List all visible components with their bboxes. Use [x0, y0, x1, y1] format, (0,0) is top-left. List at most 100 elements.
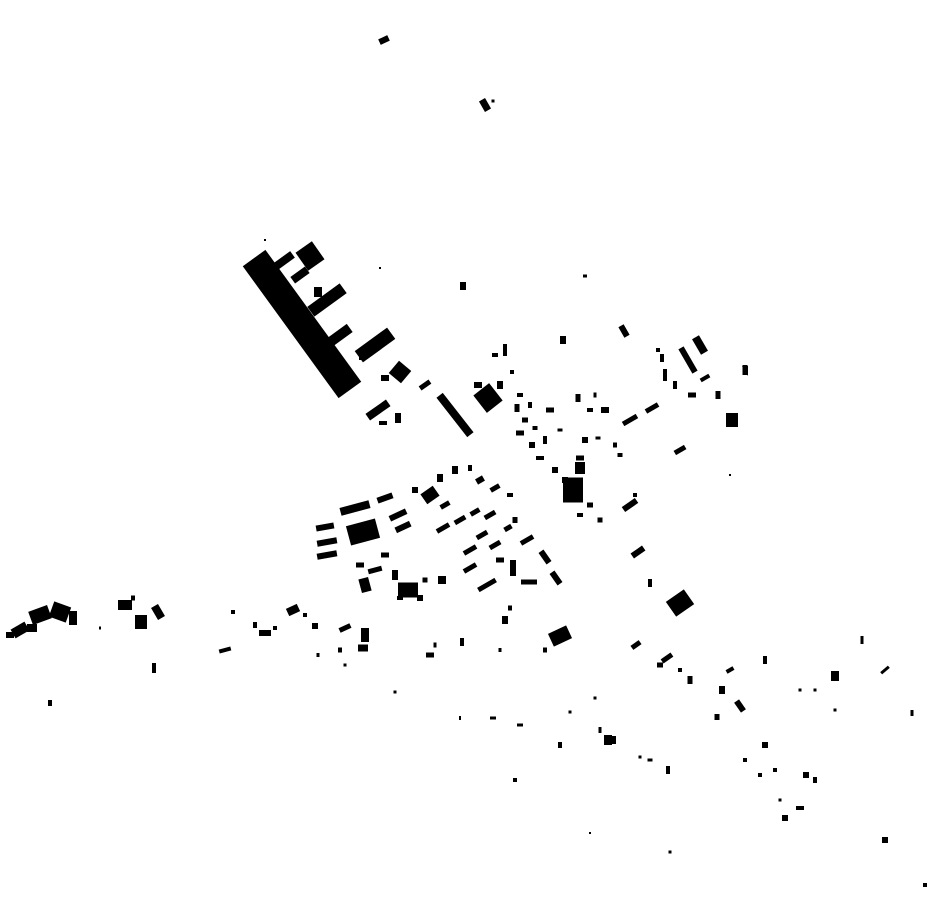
building-footprint	[354, 327, 396, 363]
building-footprint	[474, 382, 482, 388]
building-layer	[6, 35, 927, 887]
building-footprint	[593, 696, 597, 700]
building-footprint	[589, 832, 591, 834]
building-footprint	[613, 442, 617, 448]
building-footprint	[269, 251, 295, 273]
building-footprint	[630, 545, 646, 559]
building-footprint	[543, 647, 547, 653]
building-footprint	[521, 579, 537, 585]
building-footprint	[438, 576, 446, 584]
building-footprint	[813, 688, 817, 692]
building-footprint	[510, 560, 516, 576]
building-footprint	[778, 798, 782, 802]
building-footprint	[630, 640, 642, 650]
building-footprint	[803, 772, 809, 778]
building-footprint	[666, 766, 670, 774]
building-footprint	[437, 474, 443, 482]
building-footprint	[796, 806, 804, 810]
building-footprint	[510, 370, 514, 374]
building-footprint	[452, 466, 458, 474]
building-footprint	[231, 610, 235, 614]
building-footprint	[475, 529, 489, 541]
building-footprint	[418, 379, 432, 391]
building-footprint	[673, 444, 687, 456]
building-footprint	[587, 502, 593, 508]
building-footprint	[618, 324, 630, 338]
building-footprint	[218, 646, 232, 654]
building-footprint	[99, 626, 101, 630]
building-footprint	[597, 517, 603, 523]
building-footprint	[719, 686, 725, 694]
building-footprint	[621, 497, 639, 513]
building-footprint	[910, 710, 914, 716]
building-footprint	[517, 723, 523, 727]
building-footprint	[392, 570, 398, 580]
building-footprint	[529, 442, 535, 448]
building-footprint	[264, 239, 266, 241]
building-footprint	[435, 522, 451, 534]
building-footprint	[376, 492, 394, 504]
building-footprint	[285, 603, 301, 617]
building-footprint	[397, 596, 403, 600]
building-footprint	[575, 462, 585, 474]
building-footprint	[453, 514, 467, 526]
building-footprint	[503, 523, 513, 533]
building-footprint	[498, 648, 502, 652]
building-footprint	[549, 570, 563, 586]
building-footprint	[798, 688, 802, 692]
building-footprint	[459, 716, 461, 720]
building-footprint	[339, 500, 371, 516]
building-footprint	[617, 453, 623, 457]
building-footprint	[678, 668, 682, 672]
building-footprint	[295, 241, 325, 271]
building-footprint	[563, 477, 583, 503]
building-footprint	[253, 622, 257, 628]
building-footprint	[517, 393, 523, 397]
building-footprint	[496, 557, 504, 563]
building-footprint	[880, 665, 890, 675]
building-footprint	[338, 623, 352, 633]
building-footprint	[359, 354, 365, 360]
building-footprint	[6, 632, 14, 638]
building-footprint	[678, 346, 698, 374]
building-footprint	[492, 353, 498, 357]
building-footprint	[538, 549, 552, 565]
building-footprint	[489, 483, 501, 493]
building-footprint	[358, 576, 372, 594]
building-footprint	[923, 883, 927, 887]
building-footprint	[512, 517, 518, 523]
building-footprint	[502, 616, 508, 624]
building-footprint	[660, 354, 664, 362]
building-footprint	[422, 577, 428, 583]
building-footprint	[378, 35, 390, 45]
building-footprint	[10, 621, 30, 639]
building-footprint	[831, 671, 839, 681]
building-footprint	[833, 708, 837, 712]
building-footprint	[393, 690, 397, 694]
building-footprint	[665, 589, 695, 617]
building-footprint	[491, 99, 495, 103]
building-footprint	[490, 716, 496, 720]
building-footprint	[568, 710, 572, 714]
building-footprint	[327, 323, 353, 347]
building-footprint	[290, 266, 310, 284]
building-footprint	[358, 644, 368, 652]
building-footprint	[668, 850, 672, 854]
building-footprint	[656, 348, 660, 352]
building-footprint	[546, 407, 554, 413]
building-footprint	[699, 373, 711, 383]
building-footprint	[762, 742, 768, 748]
building-footprint	[660, 652, 674, 664]
building-footprint	[273, 626, 277, 630]
building-footprint	[577, 513, 583, 517]
building-footprint	[152, 663, 156, 673]
building-footprint	[367, 565, 383, 575]
building-footprint	[439, 500, 451, 510]
building-footprint	[714, 714, 720, 720]
building-footprint	[621, 413, 639, 427]
building-footprint	[242, 249, 362, 399]
building-footprint	[477, 577, 497, 593]
building-footprint	[763, 656, 767, 664]
